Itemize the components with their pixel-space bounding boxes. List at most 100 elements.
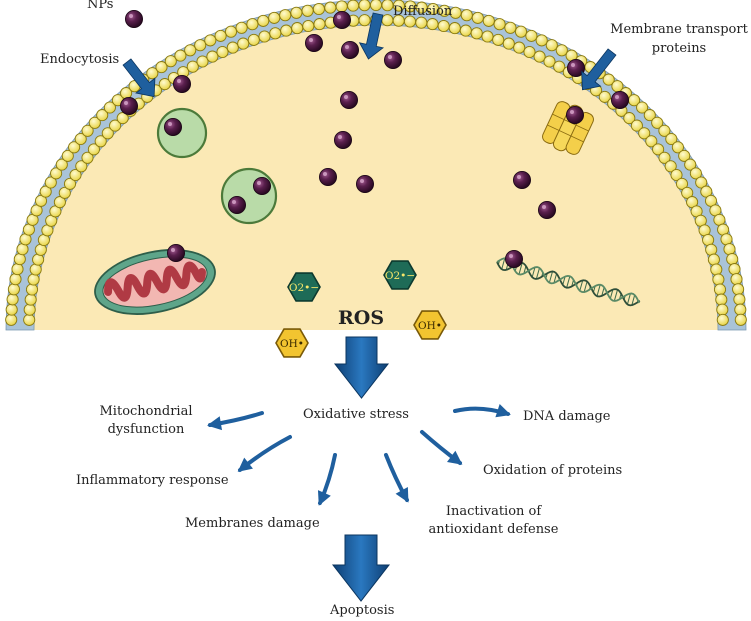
lipid-head <box>155 61 168 74</box>
lipid-head <box>664 160 677 173</box>
lipid-head <box>598 90 611 103</box>
lipid-head <box>88 116 101 129</box>
lipid-head <box>665 132 678 146</box>
lipid-head <box>358 14 371 27</box>
lipid-head <box>381 0 394 12</box>
lipid-head <box>301 4 314 17</box>
arrow-icon <box>384 453 409 503</box>
ros-label: ROS <box>338 307 385 329</box>
nanoparticle-icon <box>567 59 586 78</box>
lipid-head <box>426 18 439 31</box>
lipid-head <box>630 119 643 132</box>
lipid-head <box>196 55 209 68</box>
lipid-head <box>146 67 159 80</box>
lipid-head <box>55 158 68 171</box>
lipid-head <box>678 149 691 162</box>
lipid-head <box>11 263 24 276</box>
lipid-head <box>61 149 74 162</box>
lipid-head <box>23 303 36 316</box>
lipid-head <box>684 158 697 171</box>
lipid-head <box>448 22 461 35</box>
lipid-head <box>116 112 129 125</box>
lipid-head <box>449 6 462 19</box>
lipid-head <box>710 263 723 276</box>
lipid-head <box>164 55 177 68</box>
lipid-head <box>313 18 326 31</box>
nanoparticle-icon <box>339 91 358 110</box>
lipid-head <box>291 22 304 35</box>
lipid-head <box>13 253 26 266</box>
nanoparticle-icon <box>304 34 323 53</box>
lipid-head <box>715 293 728 306</box>
arrow-icon <box>122 58 156 98</box>
lipid-head <box>555 44 568 57</box>
lipid-head <box>63 177 77 190</box>
lipid-head <box>347 0 360 12</box>
lipid-head <box>257 14 270 27</box>
lipid-head <box>502 37 515 50</box>
lipid-head <box>68 141 81 154</box>
lipid-head <box>268 11 281 24</box>
arrow-icon <box>207 411 264 431</box>
nanoparticle-icon <box>383 51 402 70</box>
lipid-head <box>716 303 729 316</box>
lipid-head <box>44 176 57 189</box>
lipid-head <box>689 167 702 180</box>
lipid-head <box>733 293 746 306</box>
lipid-head <box>290 6 303 19</box>
lipid-head <box>504 21 517 34</box>
effect-arrows <box>207 403 511 506</box>
lipid-head <box>514 25 528 38</box>
lipid-head <box>96 109 109 122</box>
arrow-icon <box>331 534 391 602</box>
lipid-head <box>6 293 19 306</box>
nanoparticle-icon <box>332 10 351 30</box>
oxidation-of-proteins-label: Oxidation of proteins <box>483 463 623 478</box>
lipid-head <box>5 303 18 316</box>
arrow-icon <box>581 48 617 91</box>
arrow-icon <box>237 435 292 472</box>
lipid-head <box>214 29 227 42</box>
inactivation-line2: antioxidant defense <box>428 522 559 537</box>
lipid-head <box>675 177 689 190</box>
lipid-head <box>712 273 725 286</box>
cell-membrane <box>5 0 747 331</box>
lipid-head <box>81 124 94 137</box>
lipid-head <box>471 11 484 24</box>
lipid-head <box>482 14 495 27</box>
lipid-head <box>369 0 383 12</box>
diffusion-label: Diffusion <box>393 4 453 19</box>
lipid-head <box>681 186 694 199</box>
oxidative-stress-label: Oxidative stress <box>303 407 409 422</box>
arrow-icon <box>453 403 511 418</box>
lipid-head <box>279 9 292 22</box>
endocytic-vesicle-icon <box>156 107 208 159</box>
lipid-head <box>280 24 293 37</box>
lipid-head <box>707 253 720 266</box>
lipid-head <box>713 283 727 296</box>
lipid-head <box>324 1 337 14</box>
lipid-head <box>50 167 63 180</box>
lipid-head <box>312 2 325 16</box>
lipid-head <box>81 151 94 164</box>
lipid-head <box>24 293 37 306</box>
lipid-head <box>716 313 729 326</box>
lipid-head <box>643 109 656 122</box>
hydroxyl-hexagon: OH• <box>275 328 309 358</box>
nanoparticles <box>120 9 630 268</box>
lipid-head <box>226 41 239 54</box>
nanoparticle-icon <box>125 9 144 29</box>
lipid-head <box>523 45 536 59</box>
endocytosis-label: Endocytosis <box>40 52 120 67</box>
lipid-head <box>174 49 187 62</box>
lipid-head <box>481 30 494 43</box>
lipid-head <box>638 127 651 140</box>
membrane-transport-line2: proteins <box>651 41 707 56</box>
lipid-head <box>525 29 538 42</box>
lipid-bilayer <box>5 0 747 326</box>
nanoparticle-icon <box>538 200 557 219</box>
lipid-head <box>9 273 22 286</box>
lipid-head <box>58 186 71 199</box>
